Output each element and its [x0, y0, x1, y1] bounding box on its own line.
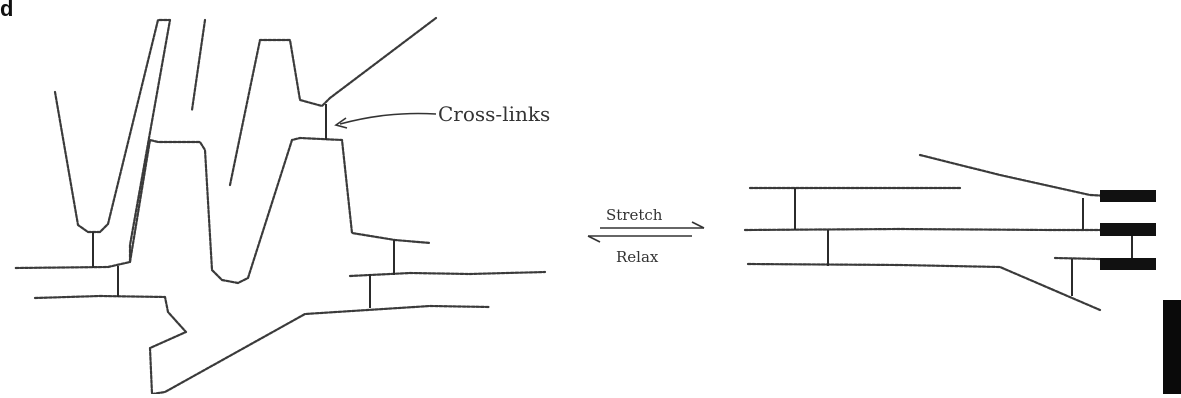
- equilibrium-arrows: Stretch Relax: [587, 206, 705, 266]
- scan-edge-mark: [1163, 300, 1181, 394]
- scan-edge-mark: [1100, 258, 1156, 270]
- stretch-label: Stretch: [606, 206, 663, 224]
- stretched-chain-4: [746, 262, 1102, 312]
- relaxed-network: Cross-links: [13, 16, 550, 396]
- relax-label: Relax: [616, 248, 659, 266]
- relaxed-chain-4: [128, 136, 432, 285]
- relax-arrow-head: [587, 235, 601, 243]
- stretched-chain-3: [743, 227, 1152, 232]
- relaxed-chain-2: [190, 18, 207, 112]
- relaxed-chain-5: [228, 16, 438, 187]
- cross-links-label: Cross-links: [438, 102, 550, 126]
- scan-edge-mark: [1100, 190, 1156, 202]
- relaxed-chain-1: [13, 18, 172, 270]
- cross-links-pointer-head: [334, 117, 348, 129]
- stretch-arrow-head: [691, 221, 705, 229]
- cross-links-pointer: [339, 112, 437, 125]
- relaxed-chain-6: [348, 270, 547, 278]
- panel-letter: d: [0, 0, 14, 21]
- stretched-network: [743, 153, 1181, 394]
- scan-edge-mark: [1100, 223, 1156, 236]
- relaxed-chain-3: [33, 294, 492, 396]
